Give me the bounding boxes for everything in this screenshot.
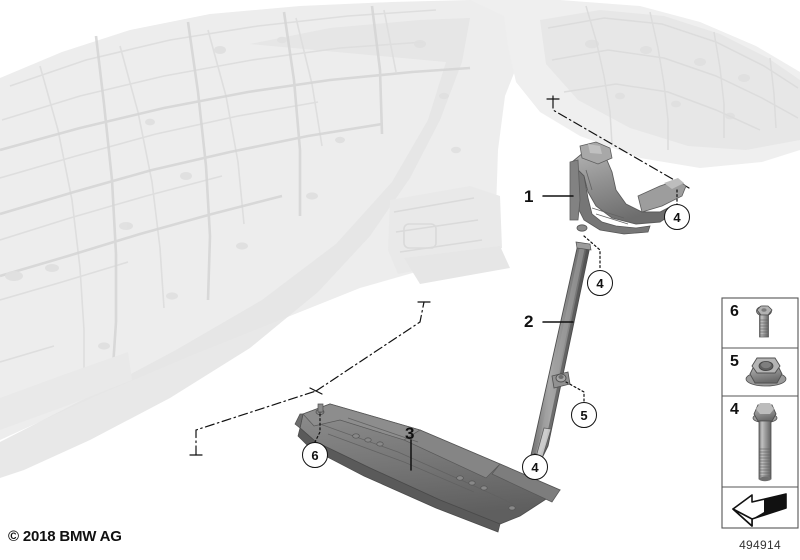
callout-3: 3 — [405, 424, 415, 443]
part-strut-brace — [525, 241, 592, 481]
circled-callout-6-panel: 6 — [302, 442, 328, 468]
circled-callout-4-bracket: 4 — [664, 204, 690, 230]
hex-flange-nut-icon — [745, 357, 787, 387]
chassis-floorpan-ghost — [0, 0, 800, 478]
long-hex-flange-bolt-icon — [752, 403, 778, 482]
circled-callout-5-strut-mid: 5 — [571, 402, 597, 428]
diagram-part-number: 494914 — [739, 538, 781, 552]
circled-callout-4-strut-bottom: 4 — [522, 454, 548, 480]
assembly-position-lines — [195, 98, 684, 456]
copyright-notice: © 2018 BMW AG — [8, 528, 122, 545]
part-bracket — [569, 141, 687, 235]
circled-callout-4-strut-top: 4 — [587, 270, 613, 296]
hardware-legend-box — [721, 297, 799, 529]
legend-number-6: 6 — [730, 303, 739, 320]
part-underbody-panel — [294, 403, 561, 533]
legend-number-5: 5 — [730, 353, 739, 370]
legend-number-4: 4 — [730, 401, 739, 418]
callout-leader-lines — [410, 195, 574, 471]
circled-callout-leaders — [314, 189, 678, 479]
short-hex-flange-bolt-icon — [756, 305, 773, 338]
direction-arrow-icon — [732, 493, 787, 527]
callout-1: 1 — [524, 187, 534, 206]
callout-2: 2 — [524, 312, 534, 331]
